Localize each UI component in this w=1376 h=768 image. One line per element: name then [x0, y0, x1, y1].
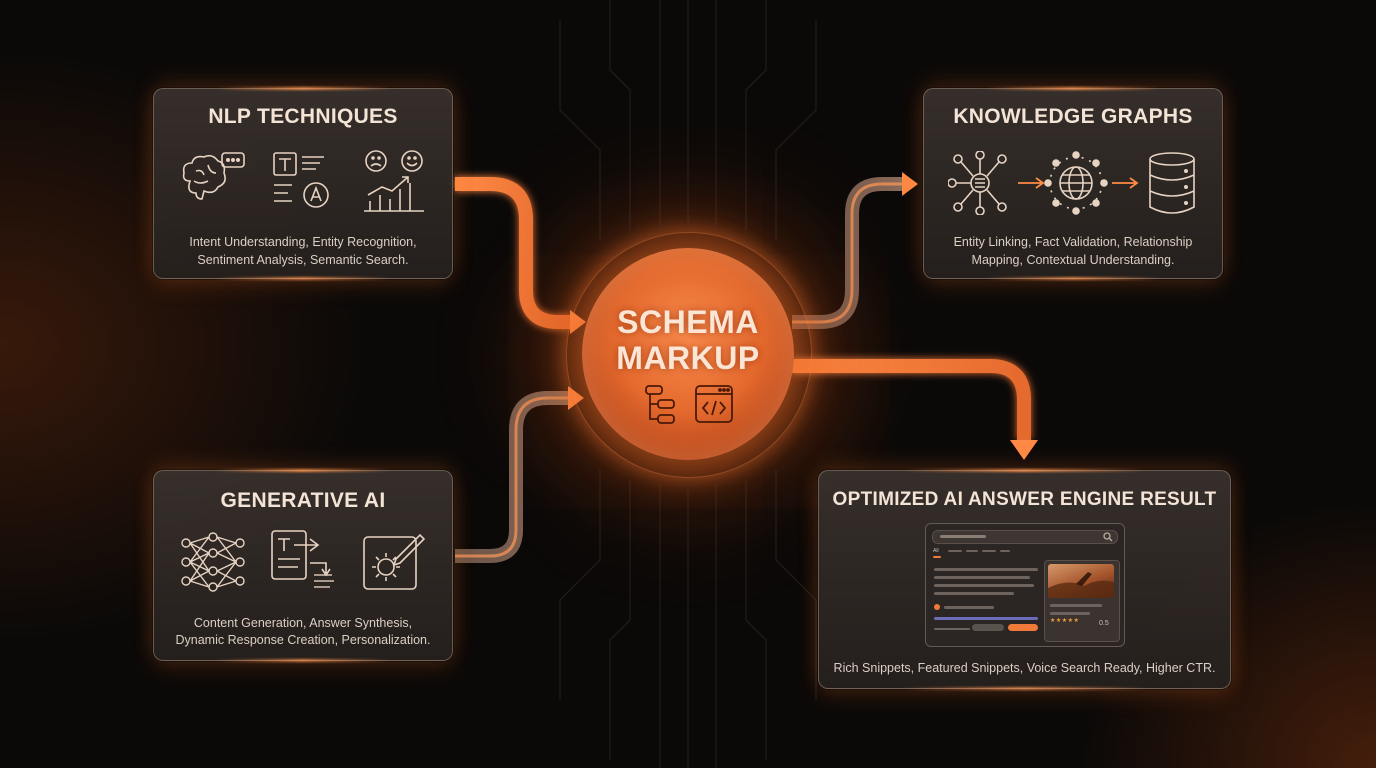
- rating-stars: ★★★★★: [1050, 618, 1080, 624]
- serp-search-bar: [932, 530, 1118, 544]
- arrowhead-knowledge: [902, 172, 918, 196]
- arrow-right-icon: [1016, 177, 1046, 189]
- snippet-image-scene: [1048, 572, 1114, 598]
- serp-secondary-button: [972, 624, 1004, 631]
- knowledge-desc-line1: Entity Linking, Fact Validation, Relatio…: [953, 235, 1193, 249]
- card-knowledge-graphs: KNOWLEDGE GRAPHS: [923, 88, 1223, 279]
- node-graph-icon: [948, 151, 1012, 215]
- card-answer-engine-result: OPTIMIZED AI ANSWER ENGINE RESULT All ★★…: [818, 470, 1231, 689]
- serp-mockup: All ★★★★★ 0.5: [925, 523, 1125, 647]
- nlp-desc-line2: Sentiment Analysis, Semantic Search.: [197, 253, 409, 267]
- rating-value: 0.5: [1099, 620, 1109, 627]
- nlp-desc-line1: Intent Understanding, Entity Recognition…: [189, 235, 417, 249]
- generative-card-title: GENERATIVE AI: [220, 489, 386, 512]
- result-card-title: OPTIMIZED AI ANSWER ENGINE RESULT: [832, 489, 1217, 510]
- text-translate-icon: [272, 151, 338, 215]
- connector-hub-to-result: [792, 359, 1031, 440]
- knowledge-desc-line2: Mapping, Contextual Understanding.: [971, 253, 1175, 267]
- arrow-right-icon: [1110, 177, 1140, 189]
- serp-result-dot: [934, 604, 940, 610]
- document-transform-icon: [270, 529, 338, 593]
- generative-desc-line2: Dynamic Response Creation, Personalizati…: [175, 633, 431, 647]
- neural-network-icon: [180, 531, 246, 593]
- hub-ring: [566, 232, 812, 478]
- arrowhead-result: [1010, 440, 1038, 460]
- serp-primary-button: [1008, 624, 1038, 631]
- code-window-icon: [694, 384, 734, 424]
- database-icon: [1146, 151, 1198, 215]
- card-generative-ai: GENERATIVE AI Content Gen: [153, 470, 453, 661]
- sentiment-chart-icon: [362, 147, 426, 215]
- card-nlp-techniques: NLP TECHNIQUES In: [153, 88, 453, 279]
- globe-network-icon: [1044, 151, 1108, 215]
- brain-chat-icon: [180, 151, 248, 207]
- gear-pencil-icon: [362, 529, 426, 593]
- connector-nlp-to-hub: [455, 177, 572, 329]
- schema-markup-hub: SCHEMA MARKUP: [582, 248, 794, 460]
- connector-hub-to-knowledge: [792, 177, 904, 329]
- result-desc: Rich Snippets, Featured Snippets, Voice …: [833, 661, 1216, 675]
- knowledge-card-title: KNOWLEDGE GRAPHS: [953, 105, 1193, 128]
- circuit-background: [559, 0, 817, 768]
- connector-gen-to-hub: [455, 391, 570, 563]
- generative-desc-line1: Content Generation, Answer Synthesis,: [193, 616, 413, 630]
- schema-tree-icon: [640, 384, 680, 426]
- search-icon: [1102, 530, 1114, 548]
- hub-title-line2: MARKUP: [616, 340, 760, 376]
- serp-tab-all: All: [933, 548, 939, 554]
- nlp-card-title: NLP TECHNIQUES: [208, 105, 398, 128]
- hub-title-line1: SCHEMA: [617, 304, 759, 340]
